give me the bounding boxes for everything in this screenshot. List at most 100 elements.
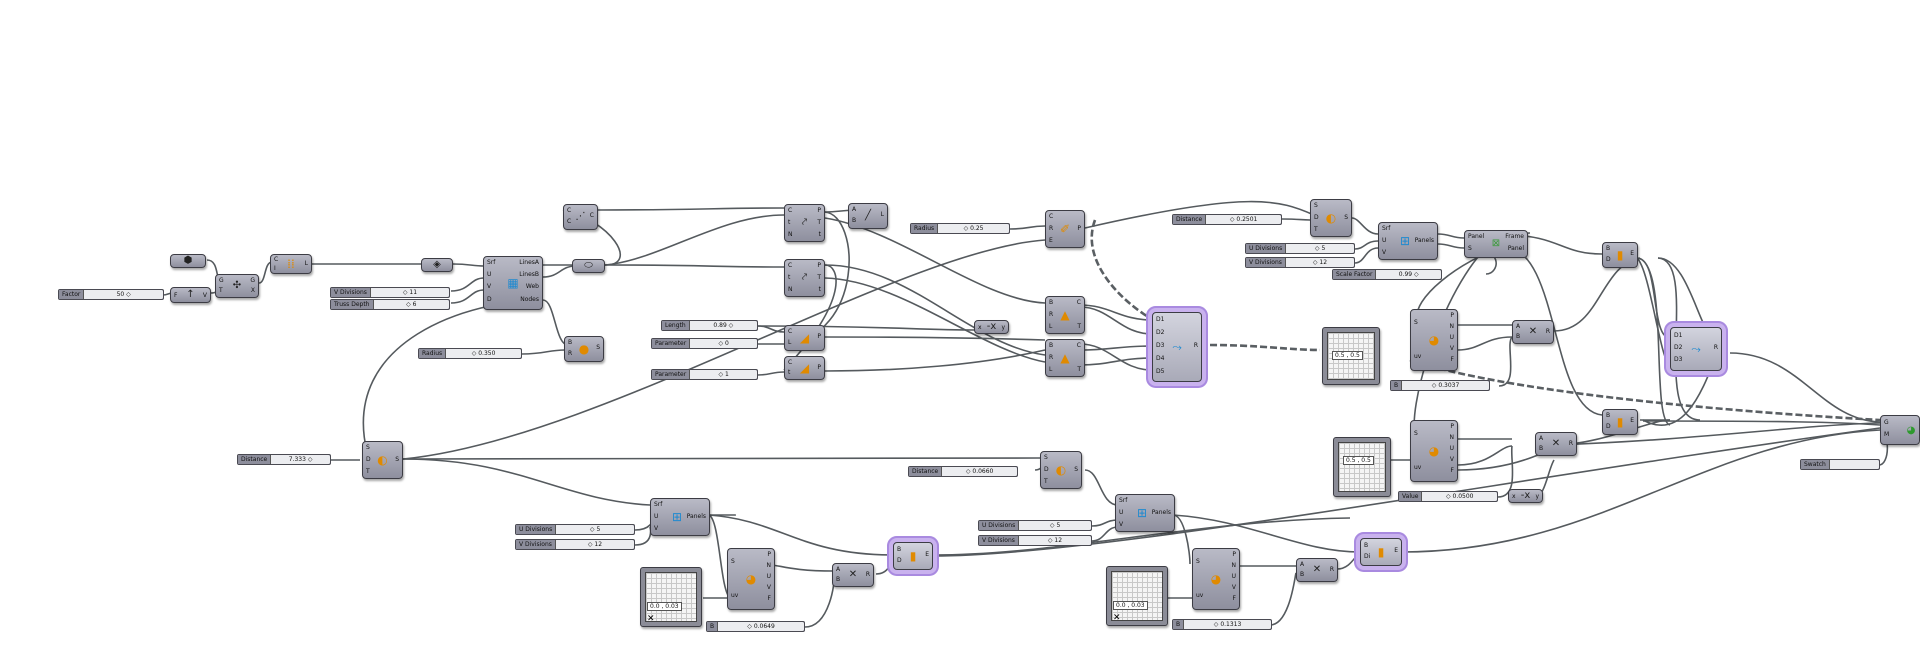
- graph-mapper-a[interactable]: 0.5 , 0.5: [1322, 327, 1380, 385]
- panels-component-b[interactable]: Srf U V ⊞ Panels: [650, 498, 710, 536]
- offset-icon: ◐: [1325, 211, 1337, 225]
- length-slider[interactable]: Length 0.89 ◇: [661, 320, 758, 331]
- offset-surface-component-b[interactable]: S D T ◐ S: [1310, 199, 1352, 237]
- v-divisions-slider-d[interactable]: V Divisions ◇ 12: [978, 535, 1092, 546]
- wire: [1636, 257, 1671, 339]
- wire: [1084, 200, 1315, 229]
- unit-z-component[interactable]: F ↑ V: [170, 287, 211, 303]
- evaluate-length-component[interactable]: C L ◢ P: [784, 325, 825, 351]
- b-slider-a[interactable]: B ◇ 0.3037: [1390, 380, 1490, 391]
- wire: [875, 554, 894, 575]
- graph-mapper-b[interactable]: 0.5 , 0.5: [1333, 437, 1391, 497]
- join-curves-component[interactable]: C C ⋰ C: [563, 204, 598, 230]
- surface-param[interactable]: ◈: [421, 258, 453, 272]
- truss-icon: ▦: [507, 276, 519, 290]
- frame-component[interactable]: Panel S ⊠ Frame Panel: [1464, 230, 1528, 258]
- v-divisions-slider-c[interactable]: V Divisions ◇ 12: [515, 539, 635, 550]
- curve-closest-point-a[interactable]: C t N ⤤ P T t: [784, 204, 825, 242]
- merge-component-a[interactable]: D1 D2 D3 D4 D5 ⤳ R: [1152, 312, 1202, 382]
- graph-label: 0.5 , 0.5: [1332, 351, 1363, 360]
- offset-surface-component[interactable]: S D T ◐ S: [362, 441, 403, 479]
- cone-icon: ▲: [1060, 351, 1070, 365]
- value-slider[interactable]: Value ◇ 0.0500: [1398, 491, 1498, 502]
- v-divisions-slider[interactable]: V Divisions ◇ 11: [330, 287, 450, 298]
- move-component[interactable]: G T ✣ G X: [215, 274, 259, 298]
- u-divisions-slider[interactable]: U Divisions ◇ 5: [1245, 243, 1355, 254]
- factor-slider[interactable]: Factor 50 ◇: [58, 289, 164, 300]
- parameter-slider-a[interactable]: Parameter ◇ 0: [651, 338, 758, 349]
- extrude-icon: ▮: [1377, 545, 1385, 559]
- wire: [452, 263, 485, 267]
- brep-component[interactable]: ⬢: [170, 254, 206, 268]
- multiply-icon: ✕: [1312, 564, 1322, 575]
- panels-component-a[interactable]: Srf U V ⊞ Panels: [1378, 222, 1438, 260]
- distance-slider-c[interactable]: Distance ◇ 0.0660: [908, 466, 1018, 477]
- evaluate-surface-a[interactable]: S uv ◕ P N U V F: [1410, 309, 1458, 371]
- u-divisions-slider-b[interactable]: U Divisions ◇ 5: [515, 524, 635, 535]
- graph-label: 0.0 , 0.03: [647, 602, 682, 611]
- panels-component-c[interactable]: Srf U V ⊞ Panels: [1115, 494, 1175, 532]
- negative-component-b[interactable]: x -x y: [1508, 489, 1543, 503]
- v-divisions-slider-b[interactable]: V Divisions ◇ 12: [1245, 257, 1355, 268]
- dashed-wire: [1209, 343, 1321, 352]
- wire: [1354, 247, 1379, 264]
- merge-component-b[interactable]: D1 D2 D3 ⤳ R: [1670, 327, 1722, 371]
- multiply-component-c[interactable]: A B ✕ R: [832, 563, 874, 587]
- cone-component-b[interactable]: B R L ▲ C T: [1045, 339, 1085, 377]
- wire: [1079, 306, 1153, 335]
- dashed-wire: [1409, 358, 1881, 422]
- negative-component[interactable]: x -x y: [974, 320, 1009, 334]
- b-slider-b[interactable]: B ◇ 0.0649: [706, 621, 805, 632]
- multiply-component-a[interactable]: A B ✕ R: [1512, 320, 1554, 344]
- multiply-component-b[interactable]: A B ✕ R: [1535, 432, 1577, 456]
- sphere-component[interactable]: B R ● S: [564, 336, 604, 362]
- graph-mapper-c[interactable]: 0.0 , 0.03 ✕: [640, 567, 702, 627]
- wire: [1269, 572, 1297, 626]
- graph-mapper-d[interactable]: 0.0 , 0.03 ✕: [1106, 566, 1168, 626]
- slider-value[interactable]: 50 ◇: [84, 290, 163, 299]
- curve-param[interactable]: ⬭: [572, 259, 605, 273]
- truss-depth-slider[interactable]: Truss Depth ◇ 6: [330, 299, 450, 310]
- b-slider-c[interactable]: B ◇ 0.1313: [1172, 619, 1272, 630]
- wire: [824, 336, 1046, 341]
- evaluate-curve-icon: ⤤: [801, 217, 808, 228]
- wire: [1354, 240, 1379, 250]
- extrude-component-b[interactable]: B D ▮ E: [1602, 409, 1638, 435]
- graph-area[interactable]: [1338, 442, 1386, 492]
- radius-slider[interactable]: Radius ◇ 0.350: [418, 348, 522, 359]
- scale-factor-slider[interactable]: Scale Factor 0.99 ◇: [1332, 269, 1442, 280]
- evaluate-surface-icon: ◕: [1428, 444, 1440, 458]
- parameter-slider-b[interactable]: Parameter ◇ 1: [651, 369, 758, 380]
- negate-icon: -x: [1520, 490, 1531, 501]
- wire: [804, 577, 835, 628]
- evaluate-surface-c[interactable]: S uv ◕ P N U V F: [727, 548, 775, 610]
- graph-area[interactable]: [1111, 571, 1163, 621]
- extrude-component-d[interactable]: B Di ▮ E: [1360, 538, 1402, 566]
- cone-icon: ▲: [1060, 308, 1070, 322]
- line-sdl-component[interactable]: A B ╱ L: [848, 203, 888, 229]
- extrude-component-c[interactable]: B D ▮ E: [893, 542, 933, 570]
- merge-icon: ⤳: [1691, 342, 1701, 356]
- custom-preview-component[interactable]: G M ◕: [1880, 415, 1920, 445]
- lines-component[interactable]: C I ⁞⁞ L: [270, 254, 312, 274]
- offset-surface-component-c[interactable]: S D T ◐ S: [1040, 451, 1082, 489]
- extrude-component-a[interactable]: B D ▮ E: [1602, 242, 1638, 268]
- wire: [932, 517, 1351, 556]
- join-icon: ⋰: [575, 211, 586, 222]
- radius-slider-b[interactable]: Radius ◇ 0.25: [910, 223, 1010, 234]
- pipe-component[interactable]: C R E ✐ P: [1045, 210, 1085, 248]
- brep-icon: ⬢: [183, 255, 193, 266]
- truss-component[interactable]: Srf U V D ▦ LinesA LinesB Web Nodes: [483, 256, 543, 310]
- evaluate-surface-b[interactable]: S uv ◕ P N U V F: [1410, 420, 1458, 482]
- u-divisions-slider-c[interactable]: U Divisions ◇ 5: [978, 520, 1092, 531]
- evaluate-param-component[interactable]: C t ◢ P: [784, 356, 825, 380]
- distance-slider[interactable]: Distance 7.333 ◇: [237, 454, 331, 465]
- cone-component-a[interactable]: B R L ▲ C T: [1045, 296, 1085, 334]
- swatch-toggle[interactable]: Swatch: [1800, 459, 1880, 470]
- evaluate-surface-d[interactable]: S uv ◕ P N U V F: [1192, 548, 1240, 610]
- graph-area[interactable]: [645, 572, 697, 622]
- distance-slider-b[interactable]: Distance ◇ 0.2501: [1172, 214, 1282, 225]
- multiply-component-d[interactable]: A B ✕ R: [1296, 558, 1338, 582]
- curve-closest-point-b[interactable]: C t N ⤤ P T t: [784, 259, 825, 297]
